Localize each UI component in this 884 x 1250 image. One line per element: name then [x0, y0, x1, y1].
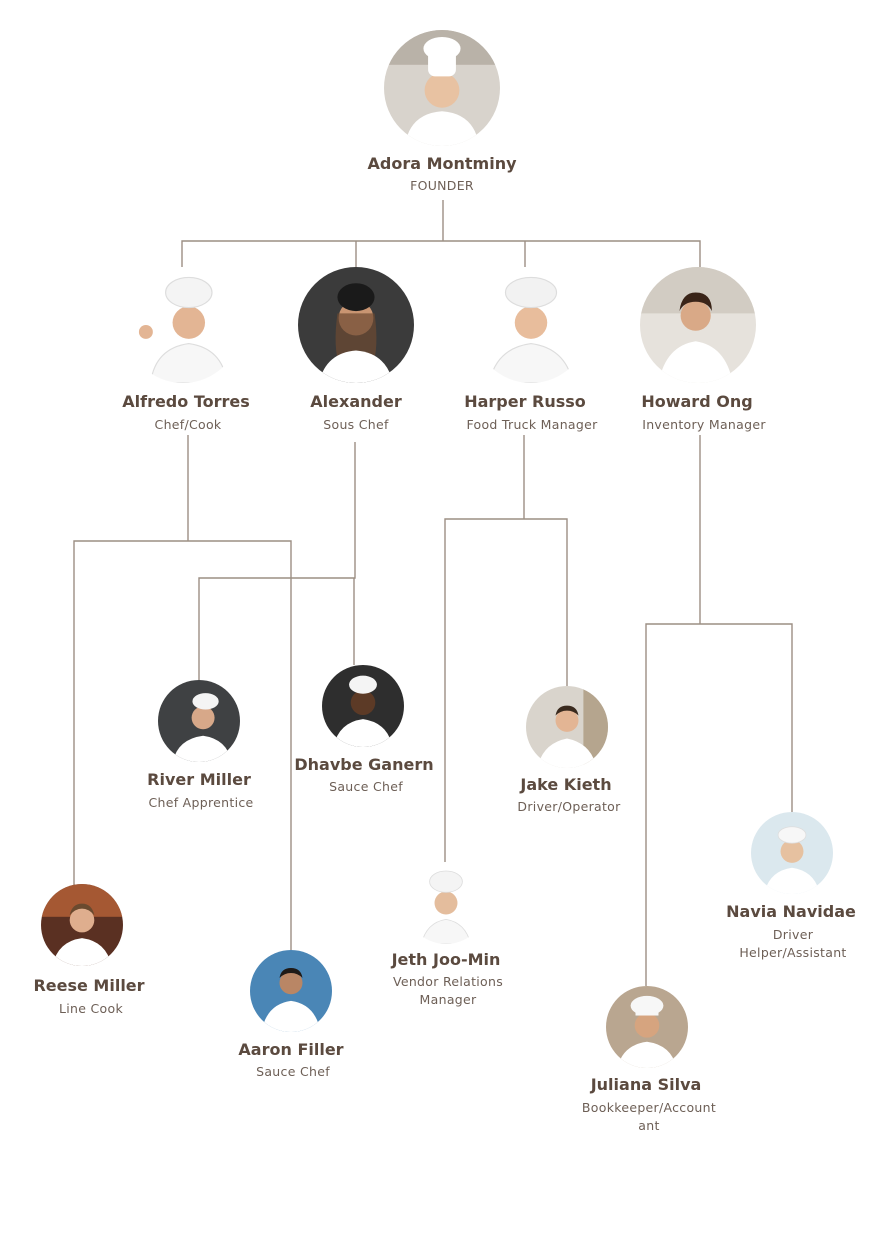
avatar [640, 267, 756, 383]
manager-name: Howard Ong [641, 392, 753, 411]
avatar [405, 862, 487, 944]
avatar [526, 686, 608, 768]
staff-role: Driver Helper/Assistant [739, 926, 846, 962]
manager-role: Food Truck Manager [466, 417, 598, 432]
avatar [41, 884, 123, 966]
founder-name: Adora Montminy [367, 154, 517, 173]
manager-name: Alexander [310, 392, 402, 411]
staff-name: Juliana Silva [590, 1075, 702, 1094]
staff-role-line: Vendor Relations [392, 974, 504, 989]
staff-name: Navia Navidae [726, 902, 856, 921]
avatar [473, 267, 589, 383]
avatar [158, 680, 240, 762]
staff-role-line: ant [638, 1118, 660, 1133]
avatar [322, 665, 404, 747]
staff-role: Sauce Chef [329, 779, 403, 794]
avatar [751, 812, 833, 894]
avatar [125, 267, 241, 383]
staff-role: Line Cook [59, 1001, 123, 1016]
staff-role: Driver/Operator [517, 799, 621, 814]
avatar [606, 986, 688, 1068]
staff-name: Aaron Filler [238, 1040, 344, 1059]
manager-name: Harper Russo [464, 392, 586, 411]
staff-role-line: Bookkeeper/Account [581, 1100, 717, 1115]
staff-name: Jeth Joo-Min [391, 950, 501, 969]
staff-role: Vendor Relations Manager [393, 973, 503, 1009]
avatar [298, 267, 414, 383]
manager-name: Alfredo Torres [122, 392, 250, 411]
staff-role: Bookkeeper/Account ant [582, 1099, 716, 1135]
staff-role-line: Helper/Assistant [739, 945, 847, 960]
manager-role: Sous Chef [323, 417, 389, 432]
avatar [384, 30, 500, 146]
staff-name: Jake Kieth [520, 775, 612, 794]
staff-role-line: Manager [419, 992, 477, 1007]
staff-role: Sauce Chef [256, 1064, 330, 1079]
staff-name: Dhavbe Ganern [294, 755, 434, 774]
staff-role-line: Driver [772, 927, 814, 942]
manager-role: Chef/Cook [154, 417, 222, 432]
staff-name: River Miller [147, 770, 251, 789]
manager-role: Inventory Manager [642, 417, 766, 432]
avatar [250, 950, 332, 1032]
staff-name: Reese Miller [33, 976, 145, 995]
founder-role: FOUNDER [410, 178, 474, 193]
staff-role: Chef Apprentice [148, 795, 254, 810]
